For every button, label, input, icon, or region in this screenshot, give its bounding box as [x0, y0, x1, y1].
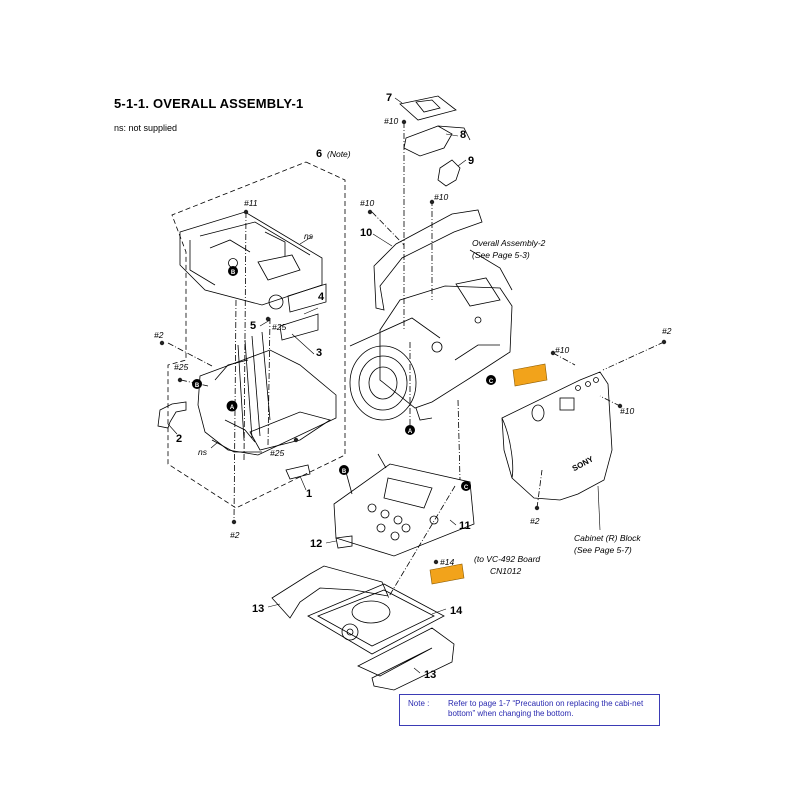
- callout-12: 12: [310, 538, 322, 550]
- screw-10d: #10: [555, 345, 569, 355]
- callout-13a: 13: [252, 603, 264, 615]
- screw-2d: #2: [530, 516, 540, 526]
- note-text: Refer to page 1-7 “Precaution on replaci…: [448, 699, 644, 718]
- part2-bracket: [157, 401, 187, 429]
- screw-25c: #25: [270, 448, 284, 458]
- part6-frame: [179, 211, 327, 341]
- screw-11: #11: [244, 198, 258, 208]
- callout-1: 1: [306, 488, 312, 500]
- vc-label-line2: CN1012: [490, 566, 521, 576]
- part9-knob: [437, 159, 461, 187]
- callout-4: 4: [318, 291, 325, 303]
- part6-lower-frame: [197, 331, 337, 456]
- callout-9: 9: [468, 155, 474, 167]
- part6-dashed-outline: [167, 161, 346, 509]
- screw-10b: #10: [360, 198, 374, 208]
- callout-2: 2: [176, 433, 182, 445]
- part14-bottom-plate: [307, 583, 445, 655]
- note-box: Note : Refer to page 1-7 “Precaution on …: [399, 694, 660, 726]
- screw-10a: #10: [384, 116, 398, 126]
- screw-14: #14: [440, 557, 454, 567]
- screw-10c: #10: [434, 192, 448, 202]
- part13-upper-foot: [271, 565, 389, 619]
- reference-markers: B A B A C B C: [192, 266, 496, 491]
- callout-3: 3: [316, 347, 322, 359]
- svg-text:B: B: [342, 469, 347, 475]
- svg-text:C: C: [489, 379, 494, 385]
- ns-legend: ns: not supplied: [114, 123, 178, 133]
- screw-2a: #2: [154, 330, 164, 340]
- overall2-label-line1: Overall Assembly-2: [472, 238, 546, 248]
- flex-cable-bottom: [429, 563, 465, 585]
- page-title: 5-1-1. OVERALL ASSEMBLY-1: [114, 96, 304, 111]
- part7-cover: [399, 95, 457, 121]
- screw-25b: #25: [174, 362, 188, 372]
- overall2-label-line2: (See Page 5-3): [472, 250, 530, 260]
- screw-25a: #25: [272, 322, 286, 332]
- cabinet-label-line2: (See Page 5-7): [574, 545, 632, 555]
- flex-cable-right: [512, 363, 548, 387]
- callout-5: 5: [250, 320, 256, 332]
- sony-logo: SONY: [571, 454, 596, 473]
- callout-7: 7: [386, 92, 392, 104]
- svg-text:A: A: [408, 429, 413, 435]
- part1-piece: [285, 464, 311, 480]
- callout-6-note: (Note): [327, 149, 351, 159]
- svg-text:C: C: [464, 485, 469, 491]
- callout-8: 8: [460, 129, 466, 141]
- part12-clip: [335, 535, 353, 549]
- callout-14: 14: [450, 605, 463, 617]
- note-label: Note :: [408, 699, 430, 708]
- part8-block: [403, 125, 453, 157]
- cabinet-r-block: [501, 371, 613, 501]
- screw-2b: #2: [230, 530, 240, 540]
- callout-6: 6: [316, 148, 322, 160]
- svg-text:B: B: [195, 383, 200, 389]
- cabinet-label-line1: Cabinet (R) Block: [574, 533, 641, 543]
- screw-10e: #10: [620, 406, 634, 416]
- part10-cable: [373, 209, 483, 311]
- callout-13b: 13: [424, 669, 436, 681]
- screw-2c: #2: [662, 326, 672, 336]
- main-body: [349, 249, 513, 421]
- vc-label-line1: (to VC-492 Board: [474, 554, 540, 564]
- svg-text:A: A: [230, 405, 235, 411]
- part13-lower-foot: [357, 627, 455, 691]
- ns-label-upper: ns: [304, 231, 314, 241]
- ns-label-lower: ns: [198, 447, 208, 457]
- callout-11: 11: [459, 520, 471, 532]
- svg-text:B: B: [231, 270, 236, 276]
- callout-10: 10: [360, 227, 372, 239]
- part11-chassis: [333, 453, 475, 557]
